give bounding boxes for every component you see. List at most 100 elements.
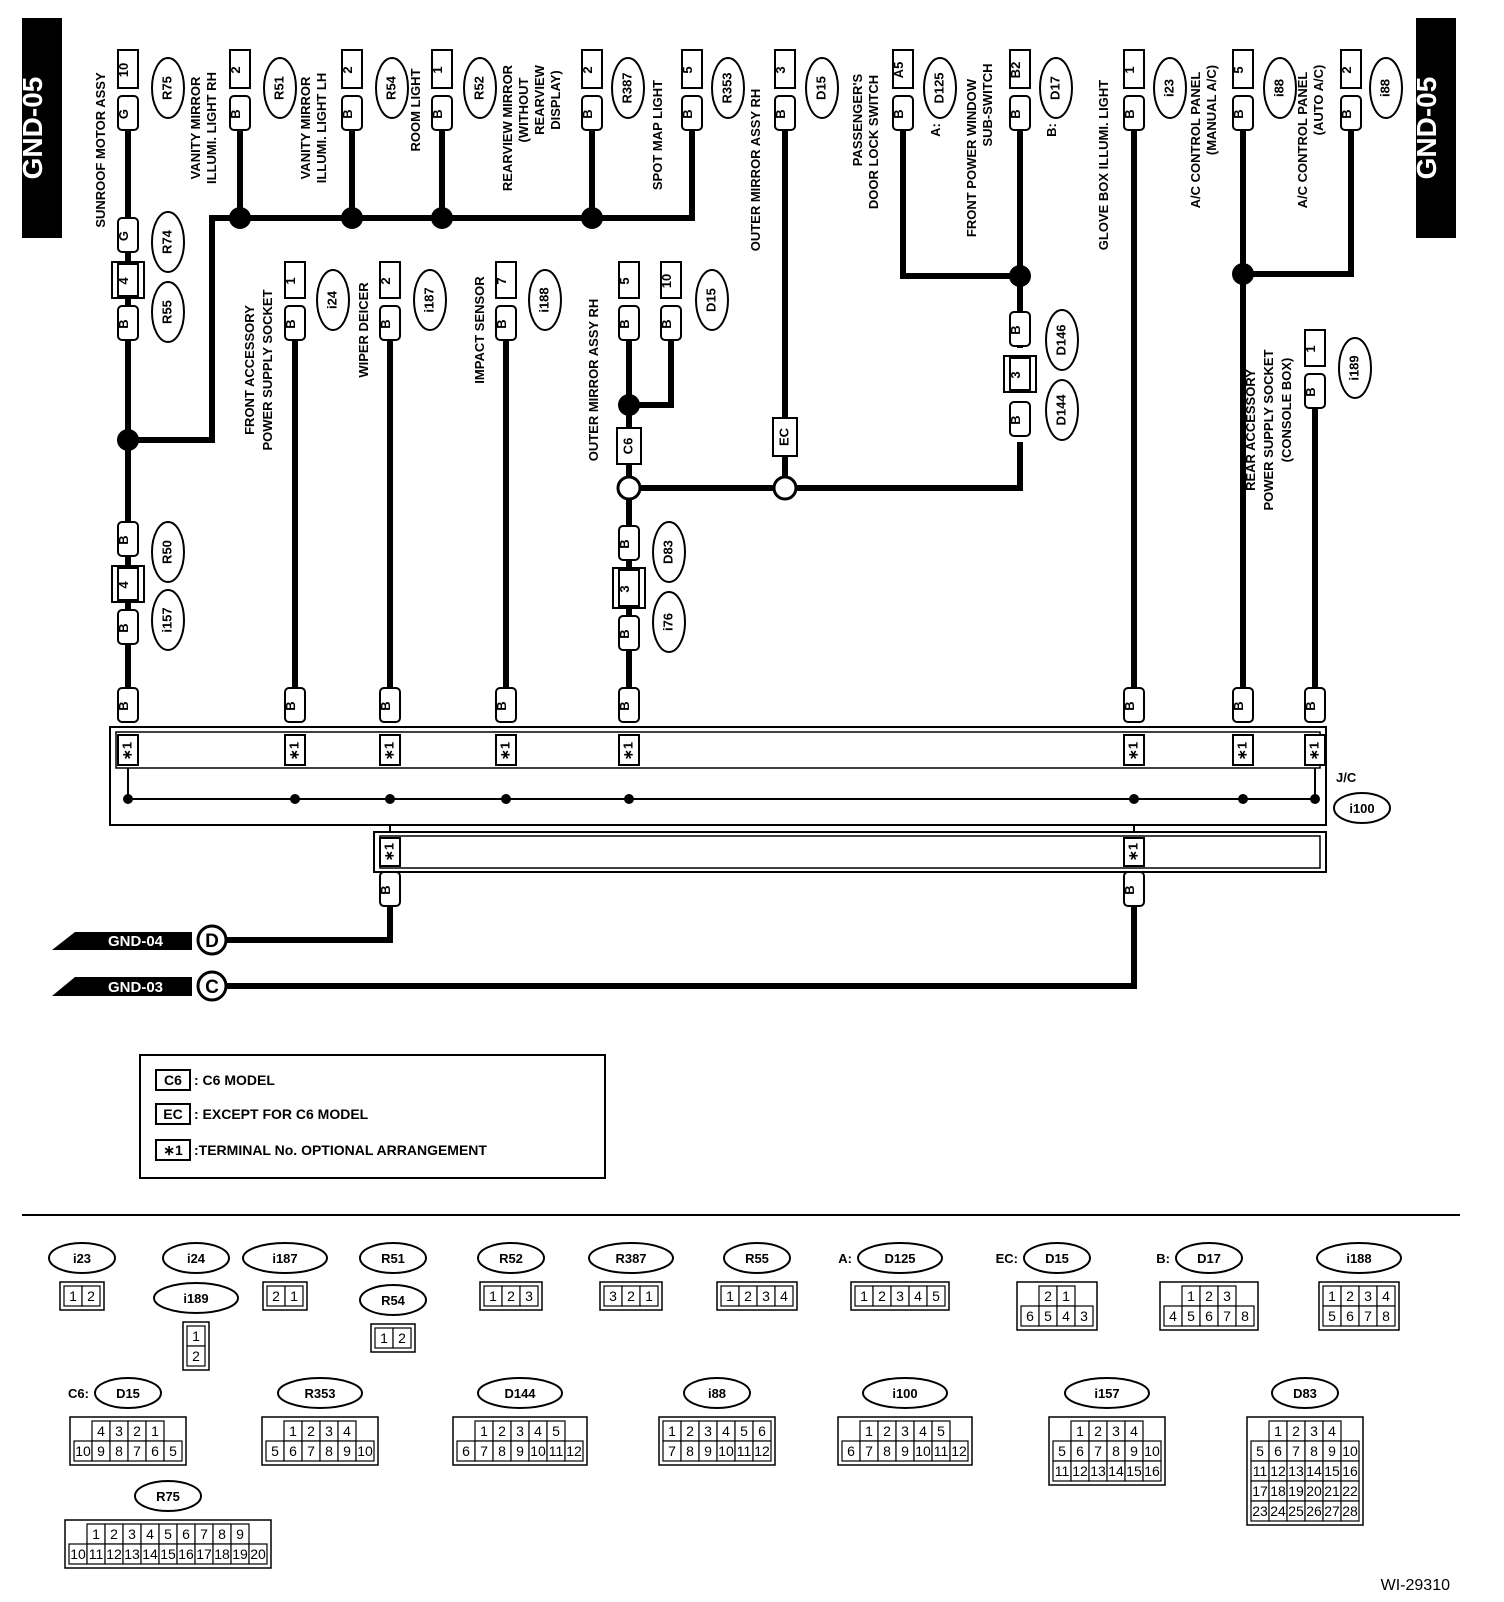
connector-pin: 3 [128, 1526, 136, 1542]
connector-pin: 4 [97, 1423, 105, 1439]
component-vanity-rh: 2 B VANITY MIRROR ILLUMI. LIGHT RH R51 [188, 49, 297, 184]
jc-terminal-color: B [617, 701, 632, 710]
svg-text:D: D [205, 931, 219, 952]
connector-pin: 12 [1072, 1463, 1088, 1479]
connector-pin: 8 [115, 1443, 123, 1459]
svg-text:(WITHOUT: (WITHOUT [516, 77, 531, 142]
jc-terminal-color: B [283, 701, 298, 710]
svg-text:B: B [116, 535, 131, 544]
connector-pin: 7 [307, 1443, 315, 1459]
connector-pin: 5 [552, 1423, 560, 1439]
connector-pin: 23 [1252, 1503, 1268, 1519]
connector-pin: 5 [1256, 1443, 1264, 1459]
connector-pin: 5 [1328, 1308, 1336, 1324]
svg-text:B: B [1303, 387, 1318, 396]
connector-pin: 8 [1310, 1443, 1318, 1459]
connector-pin: 4 [1328, 1423, 1336, 1439]
connector-pin: 25 [1288, 1503, 1304, 1519]
connector-pin: 11 [1055, 1463, 1070, 1479]
connector-pin: 11 [934, 1443, 949, 1459]
connector-pin: 15 [160, 1546, 176, 1562]
connector-pin: 2 [498, 1423, 506, 1439]
jc-terminal-mark: ∗1 [1306, 742, 1321, 760]
connector-view-id: R51 [381, 1251, 405, 1266]
jc-terminal-color: B [1231, 701, 1246, 710]
connector-pin: 17 [1252, 1483, 1268, 1499]
svg-text:G: G [116, 231, 131, 241]
svg-text:7: 7 [494, 277, 509, 284]
svg-text:B: B [340, 109, 355, 118]
connector-pin: 10 [718, 1443, 734, 1459]
connector-pin: 11 [737, 1443, 752, 1459]
connector-view-id: i157 [1094, 1386, 1119, 1401]
connector-pin: 10 [530, 1443, 546, 1459]
svg-text:PASSENGER'S: PASSENGER'S [850, 73, 865, 166]
connector-pin: 10 [357, 1443, 373, 1459]
connector-view-id: R387 [615, 1251, 646, 1266]
svg-text:R54: R54 [383, 75, 398, 100]
connector-pin: 3 [525, 1288, 533, 1304]
connector-view-id: D83 [1293, 1386, 1317, 1401]
jc-terminal: B∗1 [378, 687, 401, 804]
connector-view-prefix: B: [1156, 1251, 1170, 1266]
connector-pin: 19 [232, 1546, 248, 1562]
svg-text:D146: D146 [1053, 324, 1068, 355]
svg-text:C: C [205, 977, 219, 998]
connector-pin: 15 [1324, 1463, 1340, 1479]
page-id-left: GND-05 [17, 77, 48, 180]
component-door-lock-switch: A5 B PASSENGER'S DOOR LOCK SWITCH A: D12… [850, 49, 957, 209]
jc-terminal-color: B [378, 885, 393, 894]
connector-pin: 3 [1310, 1423, 1318, 1439]
svg-text:3: 3 [1008, 371, 1023, 378]
svg-text:B2: B2 [1008, 62, 1023, 79]
jc-terminal-color: B [1303, 701, 1318, 710]
connector-pin: 8 [218, 1526, 226, 1542]
jc-lower-terminal: ∗1B [1122, 837, 1145, 907]
inline-R74: G R74 [116, 211, 185, 273]
joint-connector-i100: J/C i100 B∗1B∗1B∗1B∗1B∗1B∗1B∗1B∗1 ∗1B∗1B [109, 687, 1391, 907]
svg-text::TERMINAL No. OPTIONAL ARRANGE: :TERMINAL No. OPTIONAL ARRANGEMENT [194, 1142, 487, 1158]
connector-pin: 4 [722, 1423, 730, 1439]
connector-pin: 2 [272, 1288, 280, 1304]
svg-text:R387: R387 [619, 72, 634, 103]
connector-pin: 4 [780, 1288, 788, 1304]
connector-pin: 6 [1026, 1308, 1034, 1324]
connector-pin: 5 [1187, 1308, 1195, 1324]
svg-text:D83: D83 [660, 540, 675, 564]
svg-text:A:: A: [928, 123, 943, 137]
connector-pin: 1 [69, 1288, 77, 1304]
svg-text:10: 10 [116, 63, 131, 77]
connector-pin: 4 [1062, 1308, 1070, 1324]
svg-text:C6: C6 [164, 1072, 182, 1088]
svg-text:i76: i76 [660, 613, 675, 631]
connector-pin: 26 [1306, 1503, 1322, 1519]
svg-text:i189: i189 [1346, 355, 1361, 380]
label-sunroof: SUNROOF MOTOR ASSY [93, 72, 108, 228]
connector-pin: 16 [178, 1546, 194, 1562]
svg-text:B: B [1122, 109, 1137, 118]
connector-pin: 13 [1288, 1463, 1304, 1479]
jc-terminal-mark: ∗1 [381, 742, 396, 760]
connector-view-prefix: C6: [68, 1386, 89, 1401]
connector-pin: 11 [549, 1443, 564, 1459]
connector-pin: 4 [1382, 1288, 1390, 1304]
svg-text:G: G [116, 109, 131, 119]
connector-pin: 2 [110, 1526, 118, 1542]
jc-terminal: B∗1 [494, 687, 517, 804]
connector-pin: 7 [480, 1443, 488, 1459]
connector-pin: 1 [1062, 1288, 1070, 1304]
connector-pin: 5 [1044, 1308, 1052, 1324]
connector-pin: 1 [1076, 1423, 1084, 1439]
svg-text:D17: D17 [1047, 76, 1062, 100]
ground-gnd-03: GND-03 C [52, 970, 228, 1002]
svg-text:B: B [1008, 109, 1023, 118]
connector-view-id: D144 [504, 1386, 536, 1401]
connector-pin: 17 [196, 1546, 212, 1562]
connector-pin: 20 [250, 1546, 266, 1562]
svg-text:VANITY MIRROR: VANITY MIRROR [298, 76, 313, 179]
connector-pin: 7 [865, 1443, 873, 1459]
svg-text:3: 3 [773, 66, 788, 73]
connector-view-id: i88 [708, 1386, 726, 1401]
svg-text:B: B [680, 109, 695, 118]
